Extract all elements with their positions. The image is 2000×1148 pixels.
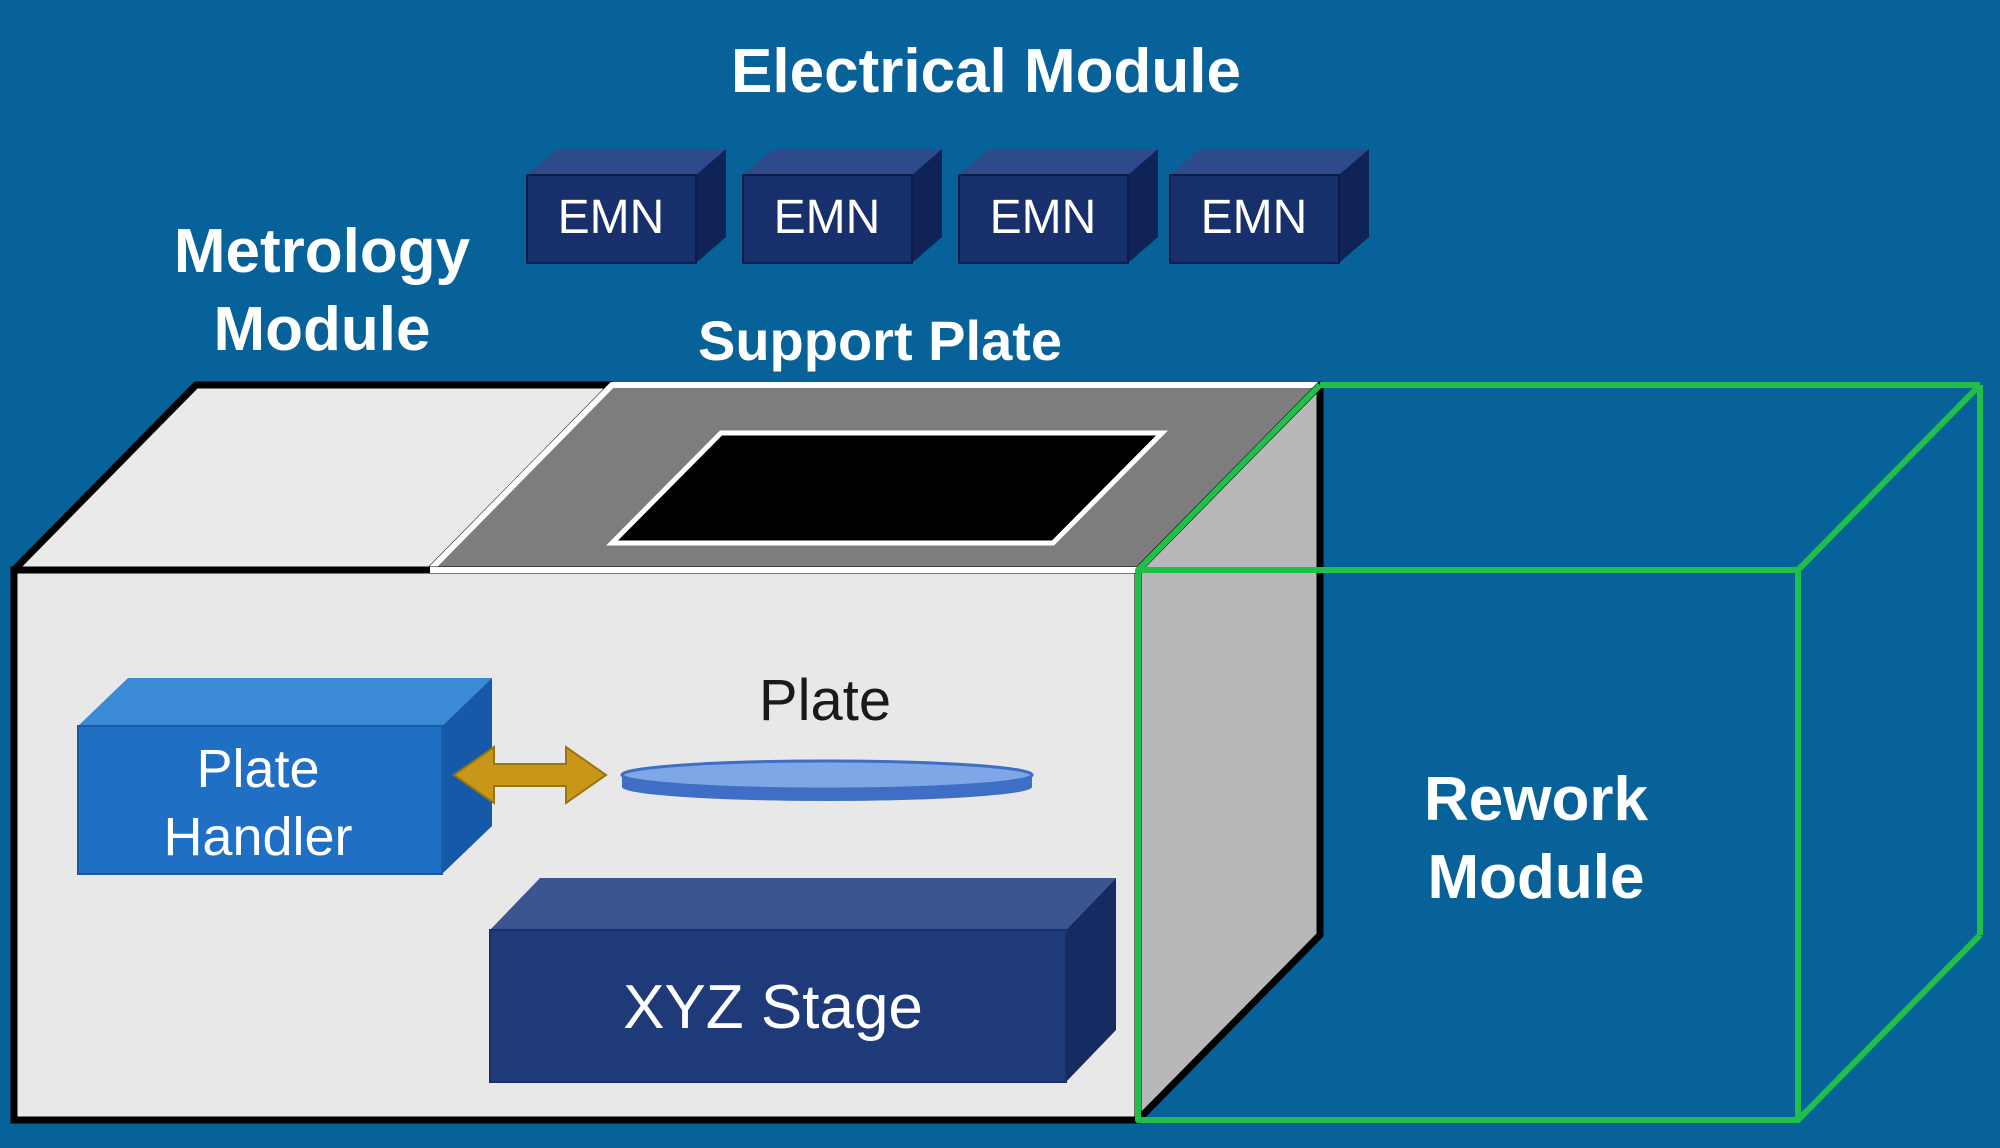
plate-handler-label-line1: Plate xyxy=(196,739,319,799)
rework-label-line1: Rework xyxy=(1424,765,1648,834)
plate-label: Plate xyxy=(759,668,891,733)
emn-box: EMN xyxy=(958,149,1158,264)
emn-box: EMN xyxy=(526,149,726,264)
electrical-module-title: Electrical Module xyxy=(731,37,1241,106)
metrology-label-line2: Module xyxy=(214,295,431,364)
emn-label: EMN xyxy=(558,191,665,244)
support-plate-opening xyxy=(606,430,1168,546)
emn-box: EMN xyxy=(1169,149,1369,264)
emn-label: EMN xyxy=(774,191,881,244)
emn-group: EMN EMN EMN EMN xyxy=(526,149,1369,264)
support-plate-label: Support Plate xyxy=(698,309,1062,372)
xyz-stage-label: XYZ Stage xyxy=(623,973,923,1042)
emn-label: EMN xyxy=(1201,191,1308,244)
plate-handler-label-line2: Handler xyxy=(163,807,352,867)
transfer-arrow xyxy=(452,745,608,805)
plate-disc xyxy=(620,759,1034,801)
plate-handler: Plate Handler xyxy=(77,678,492,875)
rework-module xyxy=(1135,382,1983,1123)
rework-label-line2: Module xyxy=(1428,843,1645,912)
metrology-label-line1: Metrology xyxy=(174,217,471,286)
emn-label: EMN xyxy=(990,191,1097,244)
emn-box: EMN xyxy=(742,149,942,264)
xyz-stage: XYZ Stage xyxy=(489,878,1116,1083)
